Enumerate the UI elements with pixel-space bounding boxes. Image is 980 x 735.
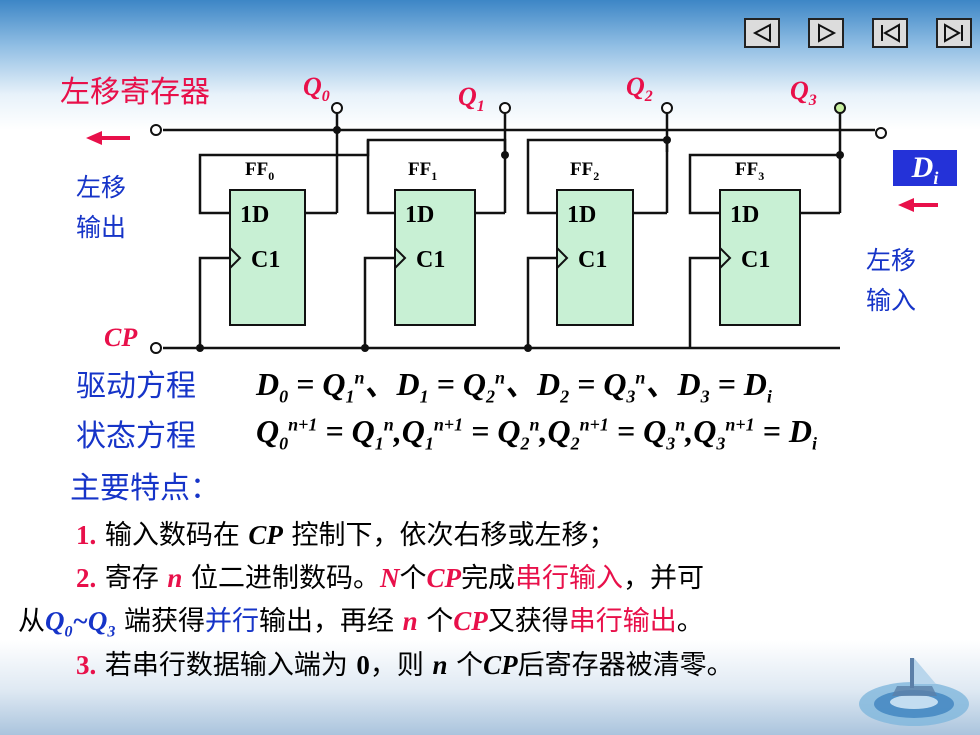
first-page-button[interactable] (872, 18, 908, 48)
cp-terminal (150, 342, 162, 354)
left-out-label-1: 左移 (76, 173, 127, 202)
diagram-title: 左移寄存器 (60, 75, 210, 110)
q3-terminal (834, 102, 846, 114)
ff0-clock-input: C1 (251, 247, 281, 273)
ff3-clock-input: C1 (741, 247, 771, 273)
q3-label: Q3 (790, 76, 817, 110)
right-in-label-1: 左移 (866, 246, 917, 275)
ff1-clock-input: C1 (416, 247, 446, 273)
features-heading: 主要特点： (70, 471, 220, 506)
ff1-box (394, 189, 476, 326)
ff1-label: FF1 (408, 159, 438, 183)
ff0-box (229, 189, 306, 326)
left-arrow-icon (86, 131, 130, 145)
feature-line-2-cont: 从Q0~Q3 端获得并行输出，再经 n 个CP又获得串行输出。 (18, 606, 704, 641)
right-in-label-2: 输入 (866, 286, 917, 315)
q2-terminal (661, 102, 673, 114)
serial-in-terminal (875, 127, 887, 139)
last-page-icon (944, 23, 963, 43)
ff3-d-input: 1D (730, 202, 760, 228)
cp-label: CP (104, 323, 138, 352)
left-arrow-icon (898, 198, 938, 212)
prev-page-button[interactable] (744, 18, 780, 48)
ff2-clock-input: C1 (578, 247, 608, 273)
prev-triangle-icon (752, 23, 771, 43)
state-equation: Q0n+1 = Q1n,Q1n+1 = Q2n,Q2n+1 = Q3n,Q3n+… (256, 413, 817, 454)
q0-terminal (331, 102, 343, 114)
ff2-d-input: 1D (567, 202, 597, 228)
ff3-label: FF3 (735, 159, 765, 183)
ff2-box (556, 189, 634, 326)
drive-equation-label: 驱动方程 (76, 369, 196, 404)
feature-line-1: 1. 输入数码在 CP 控制下，依次右移或左移； (76, 520, 616, 551)
q1-terminal (499, 102, 511, 114)
ff0-label: FF0 (245, 159, 275, 183)
q1-label: Q1 (458, 82, 485, 116)
globe-ship-decoration-icon (859, 658, 969, 726)
shift-register-circuit (86, 102, 938, 354)
state-equation-label: 状态方程 (76, 419, 196, 454)
left-out-label-2: 输出 (76, 213, 127, 242)
ff0-d-input: 1D (240, 202, 270, 228)
di-input-box: Di (893, 150, 957, 188)
next-page-button[interactable] (808, 18, 844, 48)
ff2-label: FF2 (570, 159, 600, 183)
first-page-icon (881, 23, 900, 43)
feature-line-2: 2. 寄存 n 位二进制数码。N个CP完成串行输入，并可 (76, 563, 705, 594)
drive-equation: D0 = Q1n、D1 = Q2n、D2 = Q3n、D3 = Di (256, 366, 772, 407)
q0-label: Q0 (303, 72, 330, 106)
ff1-d-input: 1D (405, 202, 435, 228)
q2-label: Q2 (626, 72, 653, 106)
serial-out-terminal (150, 124, 162, 136)
last-page-button[interactable] (936, 18, 972, 48)
ff3-box (719, 189, 801, 326)
feature-line-3: 3. 若串行数据输入端为 0，则 n 个CP后寄存器被清零。 (76, 650, 734, 681)
next-triangle-icon (818, 23, 837, 43)
